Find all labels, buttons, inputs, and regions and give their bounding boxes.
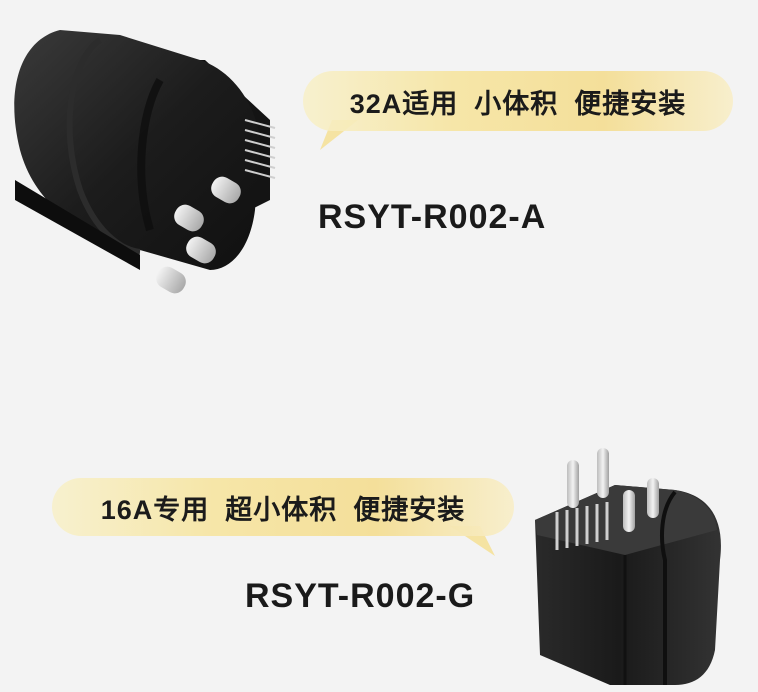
tagline-part: 便捷安装 [574,88,687,119]
tagline-part: 小体积 [474,88,559,119]
tagline-part: 超小体积 [225,494,338,525]
product-image-rsyt-r002-g [535,448,721,685]
tagline-part: 32A适用 [349,88,459,119]
tagline-part: 便捷安装 [353,494,466,525]
tagline-bubble-g: 16A专用 超小体积 便捷安装 [52,478,514,536]
model-name-a: RSYT-R002-A [318,198,547,236]
tagline-part: 16A专用 [100,494,210,525]
product-image-rsyt-r002-a [14,30,276,294]
tagline-bubble-a: 32A适用 小体积 便捷安装 [303,71,733,131]
model-name-g: RSYT-R002-G [245,577,476,615]
